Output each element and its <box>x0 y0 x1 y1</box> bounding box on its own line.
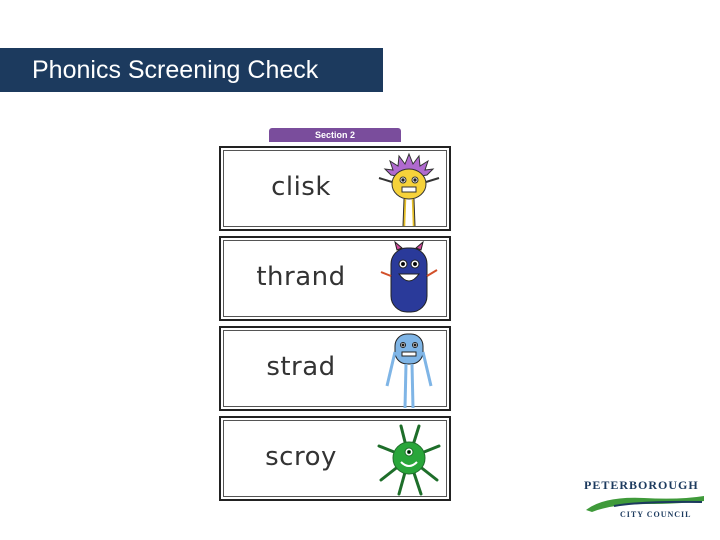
word-card: scroy <box>219 416 451 501</box>
word-card: thrand <box>219 236 451 321</box>
green-tentacle-monster-icon <box>377 424 441 496</box>
pseudo-word: thrand <box>256 262 346 292</box>
blue-horned-monster-icon <box>380 240 438 313</box>
pseudo-word: clisk <box>271 172 331 202</box>
yellow-spiky-monster-icon <box>378 152 440 227</box>
section-tab: Section 2 <box>269 128 401 142</box>
logo-line-1: PETERBOROUGH <box>584 478 699 492</box>
peterborough-logo: PETERBOROUGH CITY COUNCIL <box>584 478 706 522</box>
lightblue-tall-monster-icon <box>385 333 433 409</box>
pseudo-word: scroy <box>265 442 337 472</box>
pseudo-word: strad <box>266 352 336 382</box>
slide-title: Phonics Screening Check <box>32 55 319 84</box>
logo-line-2: CITY COUNCIL <box>620 510 692 519</box>
title-bar: Phonics Screening Check <box>0 48 383 92</box>
word-card: clisk <box>219 146 451 231</box>
word-card: strad <box>219 326 451 411</box>
logo-swoosh-icon <box>586 496 704 512</box>
